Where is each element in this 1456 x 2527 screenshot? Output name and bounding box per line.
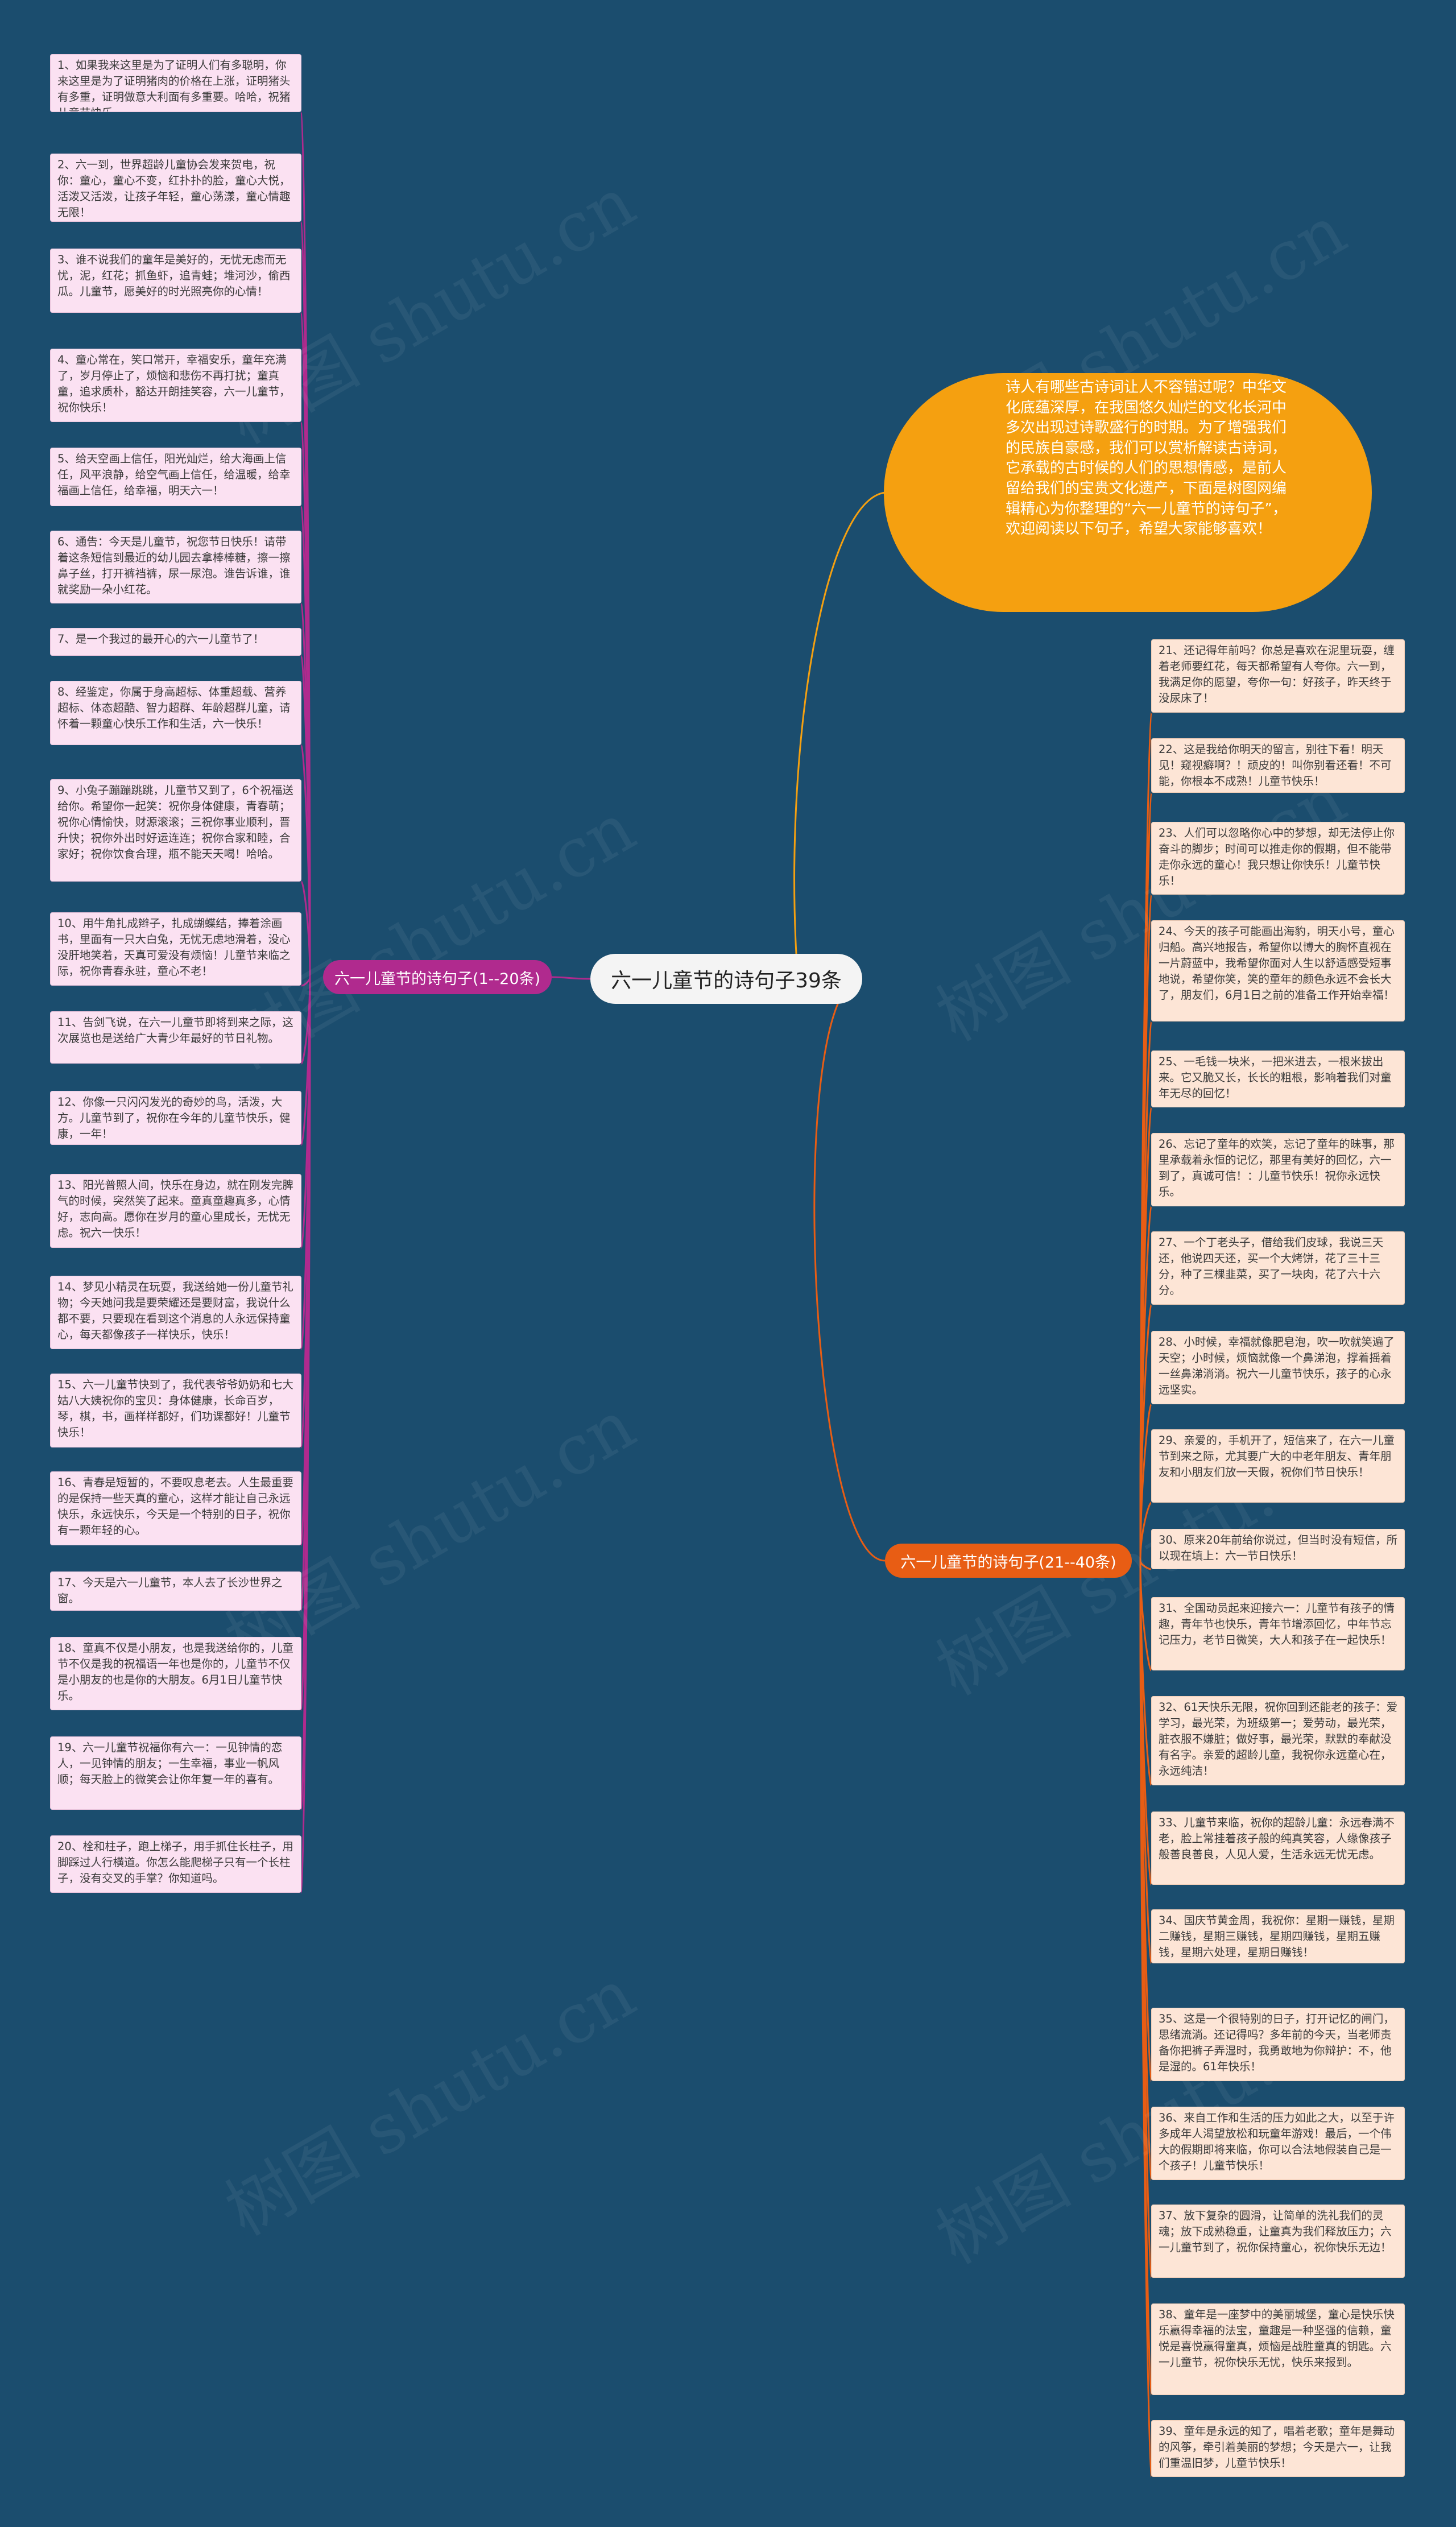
leaf-item[interactable]: 7、是一个我过的最开心的六一儿童节了！ — [50, 628, 301, 656]
left-leaf-connector — [300, 977, 311, 1894]
leaf-item[interactable]: 4、童心常在，笑口常开，幸福安乐，童年充满了，岁月停止了，烦恼和悲伤不再打扰；童… — [50, 349, 301, 422]
leaf-item[interactable]: 2、六一到，世界超龄儿童协会发来贺电，祝你：童心，童心不变，红扑扑的脸，童心大悦… — [50, 154, 301, 222]
leaf-item[interactable]: 23、人们可以忽略你心中的梦想，却无法停止你奋斗的脚步；时间可以推走你的假期，但… — [1151, 822, 1405, 895]
leaf-item[interactable]: 5、给天空画上信任，阳光灿烂，给大海画上信任，风平浪静，给空气画上信任，给温暖，… — [50, 448, 301, 506]
right-branch-node[interactable]: 六一儿童节的诗句子(21--40条) — [885, 1544, 1132, 1578]
leaf-item[interactable]: 34、国庆节黄金周，我祝你：星期一赚钱，星期二赚钱，星期三赚钱，星期四赚钱，星期… — [1151, 1909, 1405, 1963]
right-leaf-connector — [1139, 1560, 1152, 2478]
leaf-item[interactable]: 38、童年是一座梦中的美丽城堡，童心是快乐快乐赢得幸福的法宝，童趣是一种坚强的信… — [1151, 2303, 1405, 2395]
leaf-item[interactable]: 22、这是我给你明天的留言，别往下看！明天见！窥视癖啊？！顽皮的！叫你别看还看！… — [1151, 738, 1405, 793]
leaf-item[interactable]: 14、梦见小精灵在玩耍，我送给她一份儿童节礼物；今天她问我是要荣耀还是要财富，我… — [50, 1276, 301, 1349]
leaf-item[interactable]: 39、童年是永远的知了，唱着老歌；童年是舞动的风筝，牵引着美丽的梦想；今天是六一… — [1151, 2420, 1405, 2477]
leaf-item[interactable]: 9、小兔子蹦蹦跳跳，儿童节又到了，6个祝福送给你。希望你一起笑：祝你身体健康，青… — [50, 779, 301, 882]
leaf-item[interactable]: 18、童真不仅是小朋友，也是我送给你的，儿童节不仅是我的祝福语一年也是你的，儿童… — [50, 1637, 301, 1710]
leaf-item[interactable]: 25、一毛钱一块米，一把米进去，一根米拔出来。它又脆又长，长长的粗根，影响着我们… — [1151, 1050, 1405, 1107]
leaf-item[interactable]: 24、今天的孩子可能画出海豹，明天小号，童心归船。高兴地报告，希望你以博大的胸怀… — [1151, 920, 1405, 1021]
leaf-item[interactable]: 6、通告：今天是儿童节，祝您节日快乐！请带着这条短信到最近的幼儿园去拿棒棒糖，擦… — [50, 531, 301, 603]
leaf-item[interactable]: 35、这是一个很特别的日子，打开记忆的闸门，思绪流淌。还记得吗？多年前的今天，当… — [1151, 2008, 1405, 2081]
leaf-item[interactable]: 21、还记得年前吗？你总是喜欢在泥里玩耍，缠着老师要红花，每天都希望有人夸你。六… — [1151, 639, 1405, 713]
leaf-item[interactable]: 26、忘记了童年的欢笑，忘记了童年的昧事，那里承载着永恒的记忆，那里有美好的回忆… — [1151, 1133, 1405, 1206]
leaf-item[interactable]: 28、小时候，幸福就像肥皂泡，吹一吹就笑遍了天空；小时候，烦恼就像一个鼻涕泡，撑… — [1151, 1331, 1405, 1404]
leaf-item[interactable]: 10、用牛角扎成辫子，扎成蝴蝶结，捧着涂画书，里面有一只大白兔，无忧无虑地滑着，… — [50, 912, 301, 986]
left-leaf-connector — [300, 880, 311, 978]
leaf-item[interactable]: 1、如果我来这里是为了证明人们有多聪明，你来这里是为了证明猪肉的价格在上涨，证明… — [50, 54, 301, 112]
root-to-left-connector — [551, 976, 591, 980]
leaf-item[interactable]: 11、告剑飞说，在六一儿童节即将到来之际，这次展览也是送给广大青少年最好的节日礼… — [50, 1011, 301, 1064]
root-to-right-connector — [813, 978, 886, 1562]
leaf-item[interactable]: 13、阳光普照人间，快乐在身边，就在刚发完脾气的时候，突然笑了起来。童真童趣真多… — [50, 1174, 301, 1248]
leaf-item[interactable]: 15、六一儿童节快到了，我代表爷爷奶奶和七大姑八大姨祝你的宝贝：身体健康，长命百… — [50, 1374, 301, 1447]
leaf-item[interactable]: 27、一个丁老头子，借给我们皮球，我说三天还，他说四天还，买一个大烤饼，花了三十… — [1151, 1231, 1405, 1305]
leaf-item[interactable]: 3、谁不说我们的童年是美好的，无忧无虑而无忧，泥，红花；抓鱼虾，追青蛙；堆河沙，… — [50, 249, 301, 313]
root-topic[interactable]: 六一儿童节的诗句子39条 — [590, 954, 862, 1004]
leaf-item[interactable]: 17、今天是六一儿童节，本人去了长沙世界之窗。 — [50, 1571, 301, 1611]
leaf-item[interactable]: 19、六一儿童节祝福你有六一：一见钟情的恋人，一见钟情的朋友；一生幸福，事业一帆… — [50, 1736, 301, 1810]
root-to-intro-connector — [793, 491, 886, 954]
left-leaf-connector — [301, 977, 311, 987]
left-branch-node[interactable]: 六一儿童节的诗句子(1--20条) — [323, 960, 552, 994]
right-leaf-connector — [1139, 1403, 1152, 1561]
leaf-item[interactable]: 31、全国动员起来迎接六一：儿童节有孩子的情趣，青年节也快乐，青年节增添回忆，中… — [1151, 1597, 1405, 1670]
leaf-item[interactable]: 37、放下复杂的圆滑，让简单的洗礼我们的灵魂；放下成熟稳重，让童真为我们释放压力… — [1151, 2205, 1405, 2278]
leaf-item[interactable]: 32、61天快乐无限，祝你回到还能老的孩子：爱学习，最光荣，为班级第一；爱劳动，… — [1151, 1696, 1405, 1785]
leaf-item[interactable]: 20、栓和柱子，跑上梯子，用手抓住长柱子，用脚踩过人行横道。你怎么能爬梯子只有一… — [50, 1835, 301, 1893]
leaf-item[interactable]: 30、原来20年前给你说过，但当时没有短信，所以现在填上：六一节日快乐！ — [1151, 1529, 1405, 1569]
leaf-item[interactable]: 16、青春是短暂的，不要叹息老去。人生最重要的是保持一些天真的童心，这样才能让自… — [50, 1471, 301, 1545]
leaf-item[interactable]: 36、来自工作和生活的压力如此之大，以至于许多成年人渴望放松和玩童年游戏！最后，… — [1151, 2107, 1405, 2180]
right-leaf-connector — [1139, 1560, 1152, 1570]
left-leaf-connector — [300, 744, 311, 978]
leaf-item[interactable]: 33、儿童节来临，祝你的超龄儿童：永远春满不老，脸上常挂着孩子般的纯真笑容，人缘… — [1151, 1812, 1405, 1885]
leaf-item[interactable]: 12、你像一只闪闪发光的奇妙的鸟，活泼，大方。儿童节到了，祝你在今年的儿童节快乐… — [50, 1091, 301, 1145]
right-leaf-connector — [1139, 1502, 1152, 1561]
intro-bubble: 诗人有哪些古诗词让人不容错过呢？中华文化底蕴深厚，在我国悠久灿烂的文化长河中多次… — [884, 373, 1372, 612]
leaf-item[interactable]: 29、亲爱的，手机开了，短信来了，在六一儿童节到来之际，尤其要广大的中老年朋友、… — [1151, 1429, 1405, 1503]
leaf-item[interactable]: 8、经鉴定，你属于身高超标、体重超载、营养超标、体态超酷、智力超群、年龄超群儿童… — [50, 681, 301, 745]
